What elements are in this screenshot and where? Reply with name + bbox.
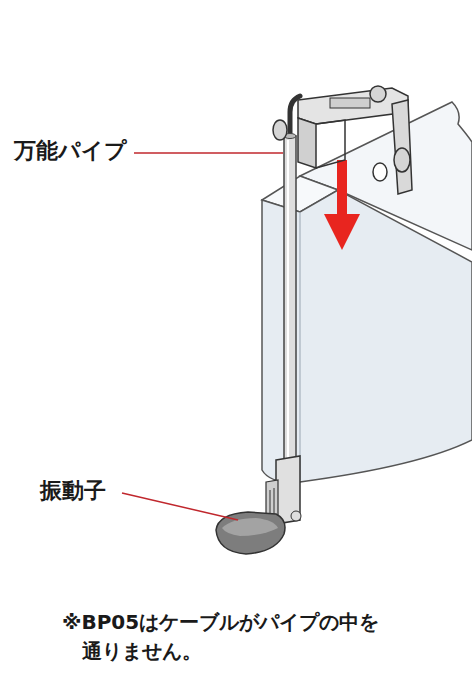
bracket-rib — [274, 488, 275, 516]
clamp-pad — [373, 163, 387, 181]
leader-line — [134, 152, 283, 154]
leader-line — [122, 493, 238, 520]
note-text: ※BP05はケーブルがパイプの中を 通りません。 — [62, 608, 384, 666]
clamp-knob — [370, 86, 386, 102]
hull-edge — [300, 212, 301, 480]
transducer — [216, 512, 285, 554]
part-label: 万能パイプ — [14, 138, 127, 164]
transducer-top — [222, 518, 278, 536]
bracket-bolt — [291, 511, 301, 521]
universal-pipe — [284, 136, 296, 466]
mount-arrow — [324, 160, 360, 250]
part-label: 振動子 — [40, 478, 106, 504]
bracket — [276, 456, 300, 524]
clamp-front — [298, 118, 316, 168]
pipe-highlight — [287, 140, 289, 462]
clamp-arm — [316, 120, 345, 168]
pipe-lock-knob — [273, 120, 287, 140]
clamp-screw — [394, 148, 410, 172]
clamp-slot — [330, 98, 370, 108]
clamp-jaw — [392, 100, 412, 194]
